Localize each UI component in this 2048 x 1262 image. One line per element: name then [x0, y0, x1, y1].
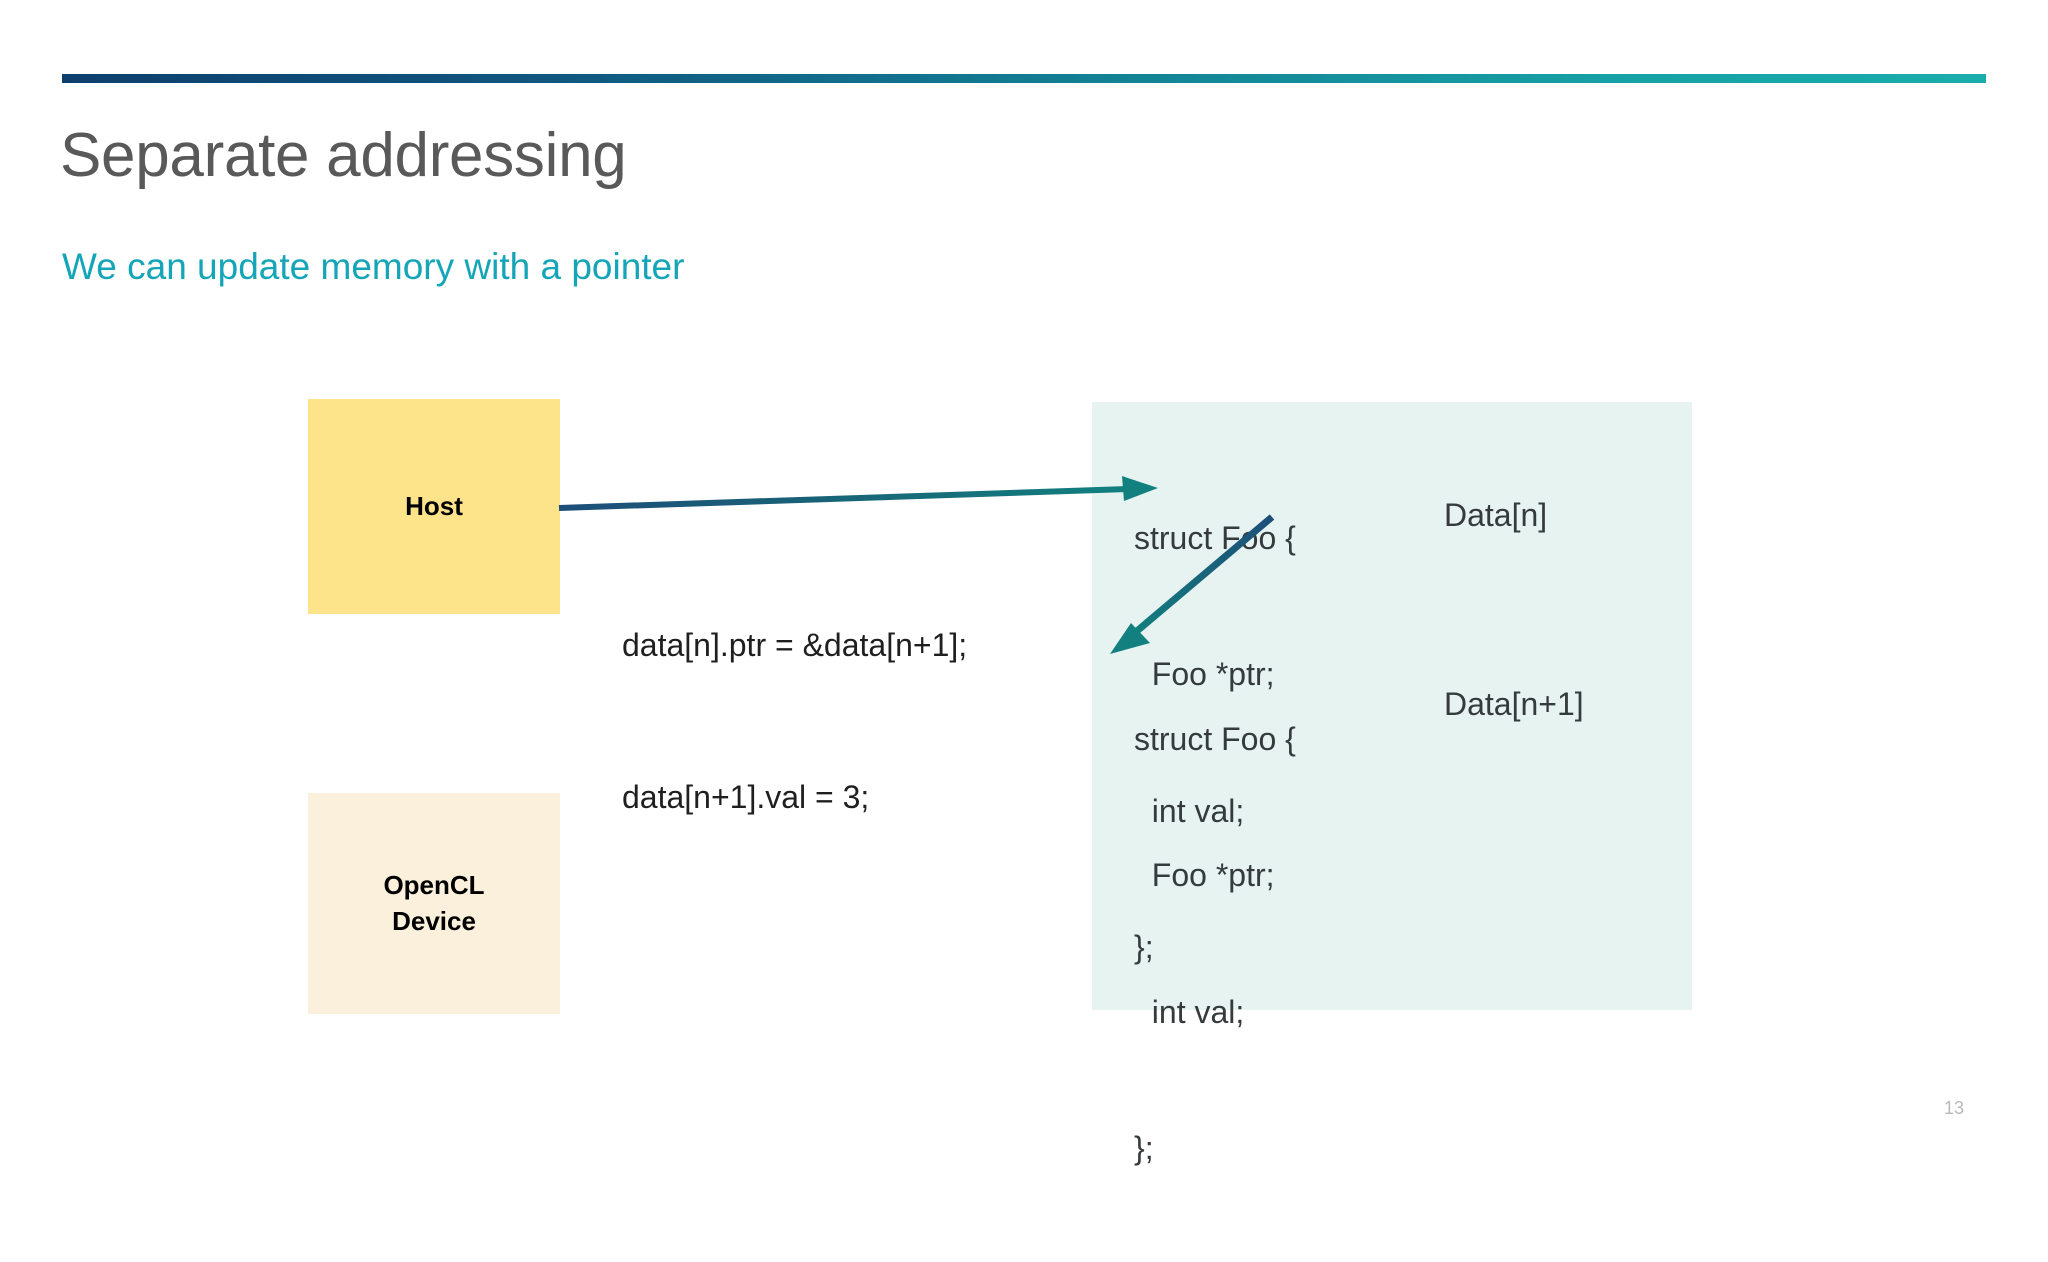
- page-number: 13: [1944, 1098, 1965, 1118]
- slide-canvas: Separate addressing We can update memory…: [60, 74, 1986, 1166]
- struct-a-line-3: int val;: [1134, 792, 1245, 829]
- page-title: Separate addressing: [60, 121, 627, 190]
- header-accent-rule: [62, 74, 1986, 83]
- code-line-2: data[n+1].val = 3;: [622, 778, 870, 815]
- device-box-label-line1: OpenCL: [383, 869, 485, 900]
- struct-b-line-4: };: [1134, 1129, 1154, 1166]
- data-label-n: Data[n]: [1444, 497, 1548, 533]
- code-snippet: data[n].ptr = &data[n+1]; data[n+1].val …: [622, 519, 967, 923]
- struct-a-line-4: };: [1134, 928, 1154, 965]
- struct-b-line-1: struct Foo {: [1134, 720, 1296, 757]
- host-box-label: Host: [405, 490, 463, 521]
- host-to-memory-arrow: [558, 476, 1158, 511]
- device-box-label-line2: Device: [392, 905, 476, 936]
- struct-a-line-1: struct Foo {: [1134, 519, 1296, 556]
- code-line-1: data[n].ptr = &data[n+1];: [622, 627, 968, 664]
- struct-block-data-n-plus-1: struct Foo { Foo *ptr; int val; };: [1134, 626, 1296, 1262]
- host-box: Host: [308, 399, 560, 614]
- struct-b-line-3: int val;: [1134, 993, 1245, 1030]
- struct-a-line-2: Foo *ptr;: [1134, 656, 1275, 693]
- page-subtitle: We can update memory with a pointer: [62, 246, 685, 287]
- device-memory-panel: [1092, 402, 1692, 1010]
- struct-b-line-2: Foo *ptr;: [1134, 857, 1275, 894]
- data-label-n-plus-1: Data[n+1]: [1444, 686, 1584, 722]
- opencl-device-box: OpenCL Device: [308, 793, 560, 1014]
